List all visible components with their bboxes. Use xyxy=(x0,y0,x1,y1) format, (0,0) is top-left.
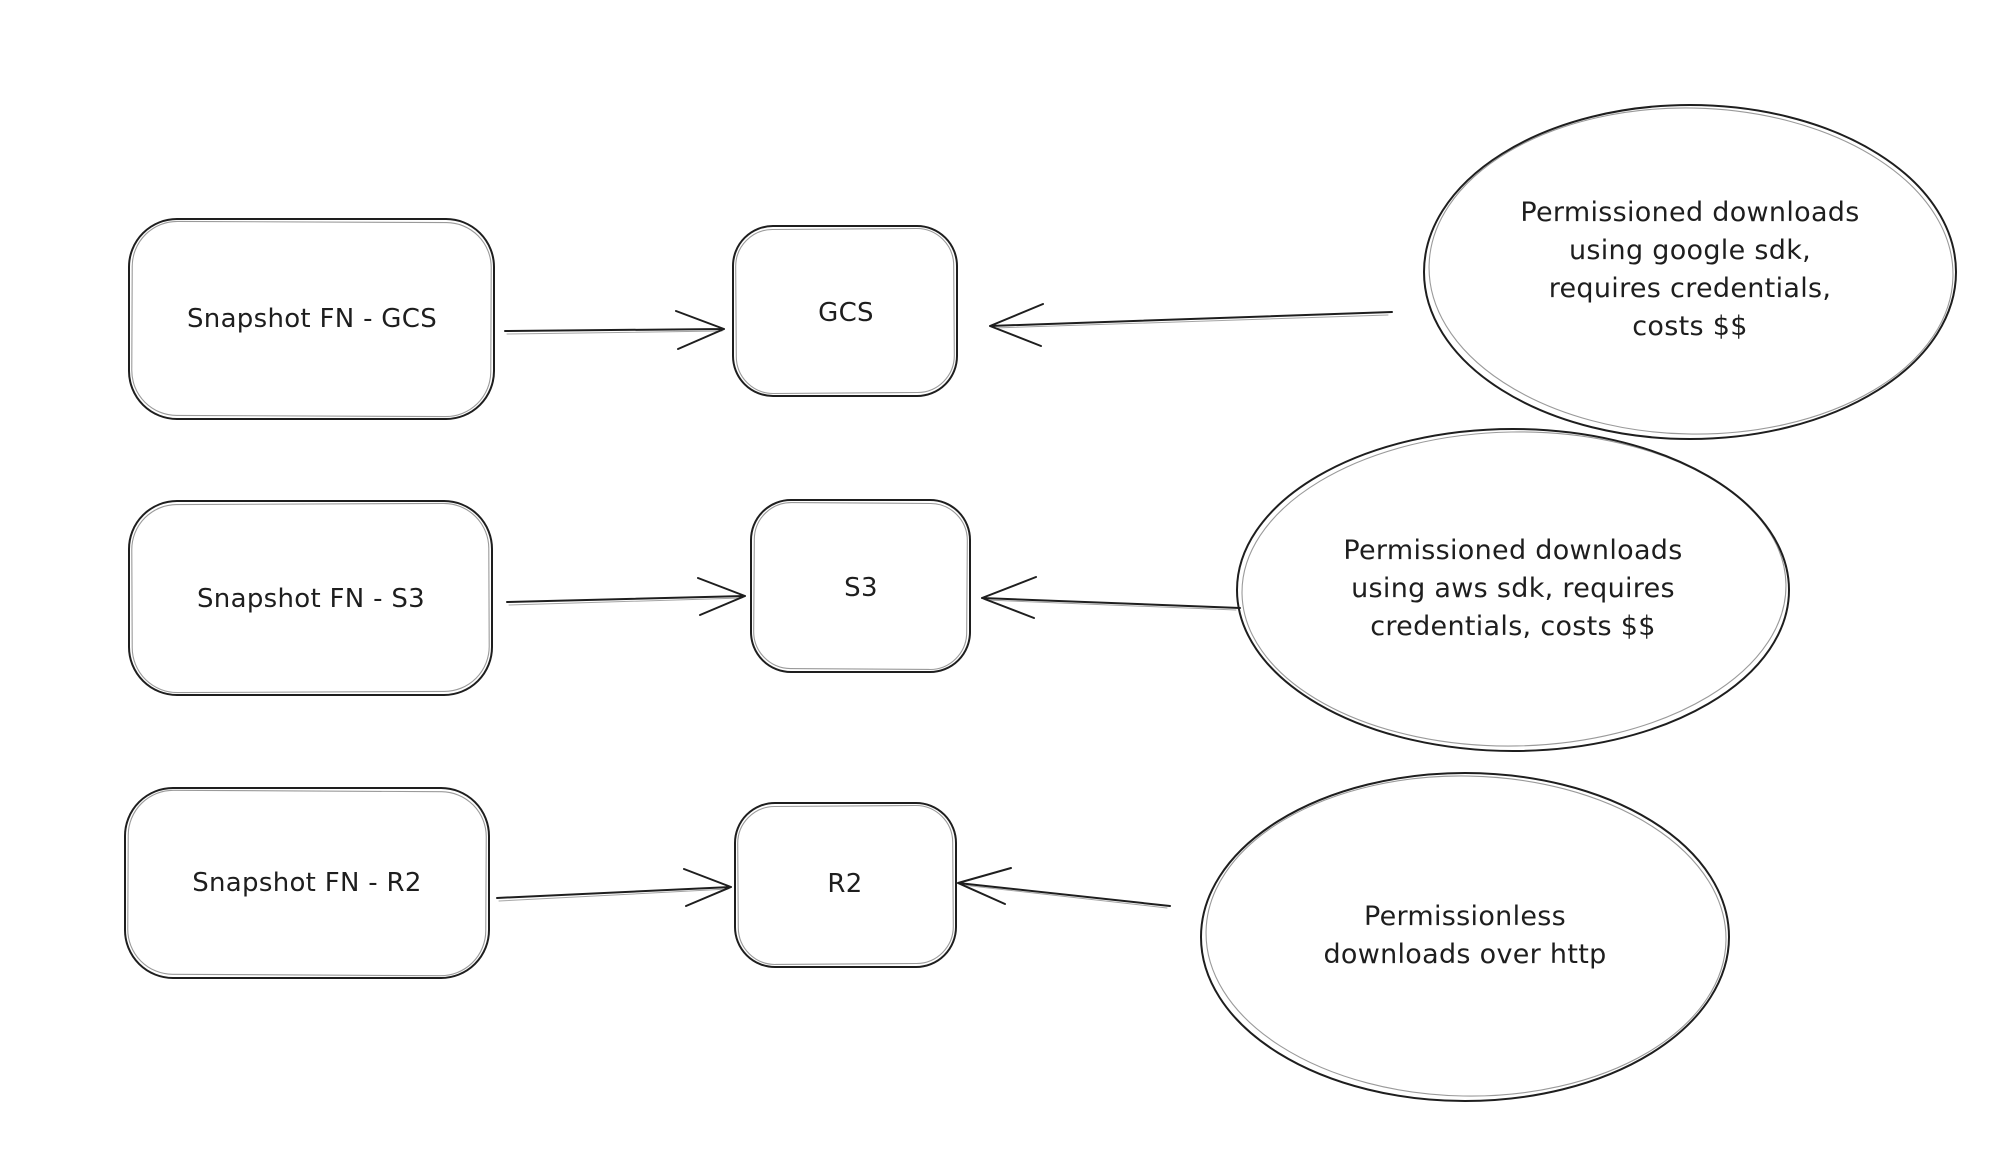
arrow-note-to-target-gcs xyxy=(989,303,1393,347)
note-line: requires credentials, xyxy=(1548,273,1832,304)
arrow-note-to-target-r2 xyxy=(957,867,1171,909)
note-line: using google sdk, xyxy=(1568,235,1812,266)
source-box-s3-label: Snapshot FN - S3 xyxy=(197,584,425,614)
note-line: downloads over http xyxy=(1323,939,1607,970)
note-ellipse-s3 xyxy=(1236,428,1790,752)
note-text-gcs: Permissioned downloads using google sdk,… xyxy=(1520,194,1859,346)
arrow-source-to-target-s3 xyxy=(506,577,746,616)
note-ellipse-gcs xyxy=(1423,104,1957,440)
note-line: using aws sdk, requires xyxy=(1351,573,1675,604)
note-text-r2: Permissionless downloads over http xyxy=(1323,898,1606,974)
note-ellipse-r2 xyxy=(1200,772,1730,1102)
target-box-s3 xyxy=(750,499,971,673)
target-box-s3-label: S3 xyxy=(844,573,878,603)
note-line: Permissionless xyxy=(1363,901,1567,932)
target-box-r2 xyxy=(734,802,957,968)
source-box-r2-label: Snapshot FN - R2 xyxy=(192,868,422,898)
source-box-gcs xyxy=(128,218,495,420)
arrow-source-to-target-r2 xyxy=(496,868,732,907)
target-box-gcs-label: GCS xyxy=(818,298,874,328)
source-box-r2 xyxy=(124,787,490,979)
arrow-note-to-target-s3 xyxy=(981,576,1241,619)
target-box-r2-label: R2 xyxy=(827,869,863,899)
note-line: Permissioned downloads xyxy=(1520,197,1860,228)
note-line: credentials, costs $$ xyxy=(1370,611,1656,642)
note-text-s3: Permissioned downloads using aws sdk, re… xyxy=(1343,532,1682,646)
arrow-source-to-target-gcs xyxy=(504,310,725,350)
note-line: costs $$ xyxy=(1632,311,1748,342)
target-box-gcs xyxy=(732,225,958,397)
source-box-s3 xyxy=(128,500,493,696)
source-box-gcs-label: Snapshot FN - GCS xyxy=(186,304,438,334)
note-line: Permissioned downloads xyxy=(1343,535,1683,566)
